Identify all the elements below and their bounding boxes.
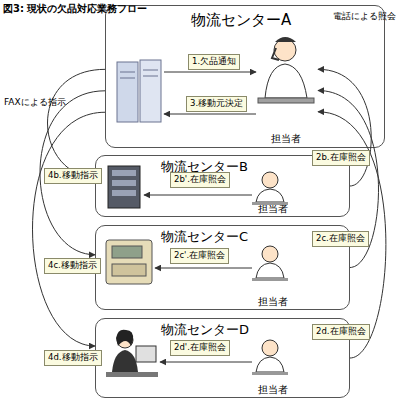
staff-node: 担当者 xyxy=(248,166,298,216)
rack-slot xyxy=(112,190,136,196)
desk xyxy=(252,202,288,205)
server-slot xyxy=(143,70,158,71)
staff-label: 担当者 xyxy=(248,295,298,309)
person-icon xyxy=(252,340,288,375)
rack-icon xyxy=(108,166,140,208)
edge-callout: 4c.移動指示 xyxy=(44,258,101,274)
step-callout: 2c'.在庫照会 xyxy=(170,248,229,264)
step-callout: 2d'.在庫照会 xyxy=(170,340,230,356)
staff-label: 担当者 xyxy=(248,383,298,397)
staff-node: 担当者 xyxy=(254,28,318,146)
edge-callout: 2d.在庫照会 xyxy=(312,324,370,340)
desk xyxy=(106,372,158,377)
person-head xyxy=(262,340,278,356)
operator-icon xyxy=(106,330,158,377)
staff-label: 担当者 xyxy=(254,132,318,146)
inner-arrow xyxy=(164,114,256,115)
desk xyxy=(252,278,288,281)
edge-callout: 2b.在庫照会 xyxy=(312,150,370,166)
person-body xyxy=(256,357,284,372)
inner-arrow xyxy=(160,362,252,363)
edge-callout: 4b.移動指示 xyxy=(44,168,102,184)
flow-connector xyxy=(318,69,371,186)
staff-label: 担当者 xyxy=(248,202,298,216)
rack-slot xyxy=(112,180,136,186)
machine-panel xyxy=(112,264,146,276)
step-callout: 3.移動元決定 xyxy=(186,96,247,112)
operator-head xyxy=(117,332,133,348)
server-tower xyxy=(140,60,161,122)
step-callout: 1.欠品通知 xyxy=(188,54,240,70)
machine-screen xyxy=(112,246,142,258)
server-slot xyxy=(143,76,158,77)
operator-body xyxy=(112,350,138,372)
flow-connector xyxy=(33,112,106,346)
person-icon xyxy=(252,172,288,205)
center-title: 物流センターA xyxy=(191,11,291,30)
center-box: 物流センターA 担当者 xyxy=(105,5,385,148)
flow-connector xyxy=(48,69,106,176)
person-head xyxy=(262,172,278,188)
rack-body xyxy=(108,166,140,208)
operator-hair xyxy=(116,330,133,346)
edge-callout: 4d.移動指示 xyxy=(44,350,102,366)
flow-note: FAXによる指示 xyxy=(4,96,66,109)
staff-node: 担当者 xyxy=(248,341,298,397)
inner-arrow xyxy=(155,268,252,269)
flow-connector xyxy=(40,91,105,255)
diagram-title: 図3: 現状の欠品対応業務フロー xyxy=(3,2,147,16)
desk xyxy=(258,98,314,103)
rack-slot xyxy=(112,170,136,176)
person-head xyxy=(274,39,296,61)
step-callout: 2b'.在庫照会 xyxy=(170,172,230,188)
machine-icon xyxy=(106,240,152,284)
person-body xyxy=(265,64,307,98)
edge-callout: 2c.在庫照会 xyxy=(312,231,369,247)
server-slot xyxy=(120,72,135,73)
staff-node: 担当者 xyxy=(248,246,298,309)
server-tower xyxy=(117,62,138,122)
inner-arrow xyxy=(164,72,256,73)
server-slot xyxy=(120,78,135,79)
person-body xyxy=(256,263,284,278)
inner-arrow xyxy=(144,195,252,196)
person-hair xyxy=(275,37,296,42)
center-title: 物流センターD xyxy=(161,321,249,339)
phone xyxy=(272,48,279,60)
server-icon xyxy=(117,60,161,122)
desk xyxy=(252,372,288,375)
person-icon xyxy=(258,37,314,103)
center-title: 物流センターC xyxy=(161,228,248,246)
person-body xyxy=(256,189,284,202)
flow-note: 電話による照会 xyxy=(333,10,396,23)
person-head xyxy=(262,246,278,262)
machine-body xyxy=(106,240,152,284)
person-icon xyxy=(252,246,288,281)
monitor xyxy=(136,346,156,362)
